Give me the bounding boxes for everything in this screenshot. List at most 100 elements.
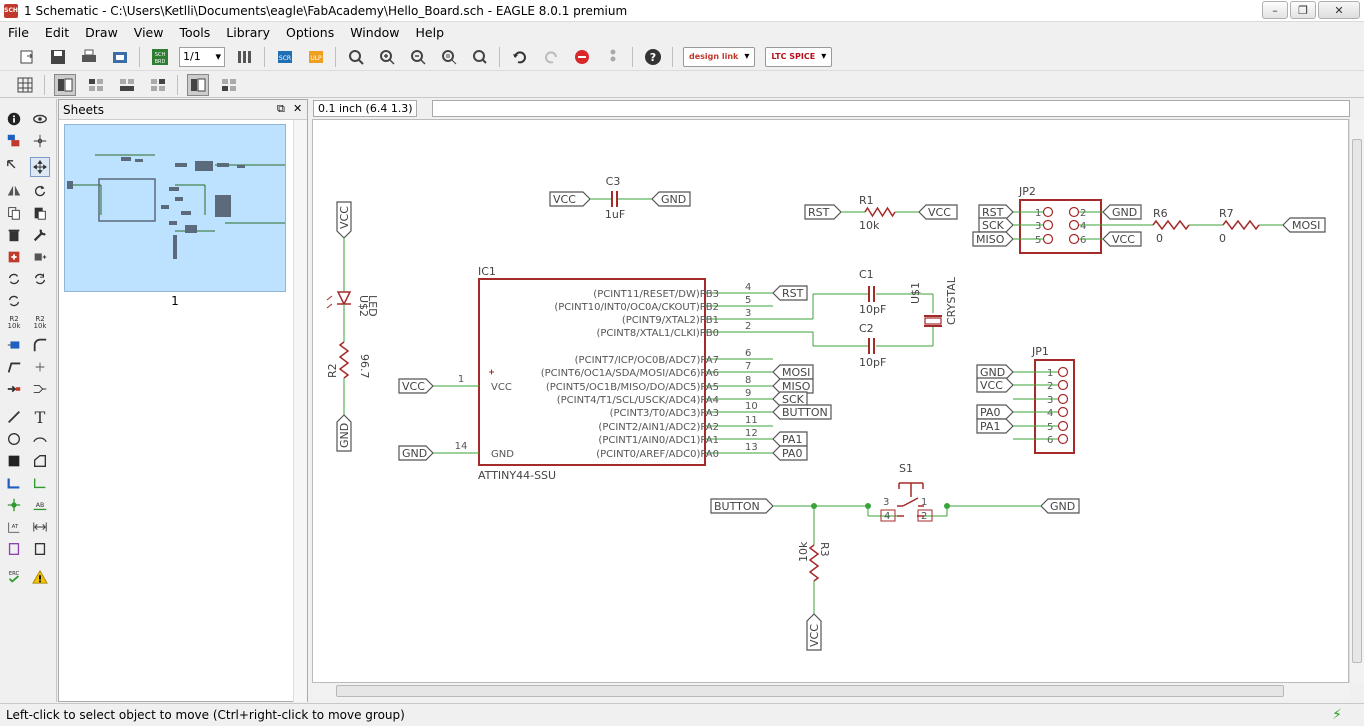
cam-icon[interactable] — [109, 46, 131, 68]
minimize-icon[interactable]: – — [1262, 1, 1288, 19]
menu-help[interactable]: Help — [415, 24, 445, 40]
vertical-scrollbar[interactable] — [1349, 119, 1364, 683]
line-icon[interactable] — [4, 407, 24, 427]
grid-icon[interactable] — [14, 74, 36, 96]
polygon-icon[interactable] — [30, 451, 50, 471]
pin-label: (PCINT4/T1/SCL/USCK/ADC4)PA4 — [557, 395, 719, 406]
c1-name: C1 — [859, 268, 874, 281]
undo-icon[interactable] — [509, 46, 531, 68]
menu-library[interactable]: Library — [226, 24, 270, 40]
svg-text:BRD: BRD — [155, 59, 166, 65]
move-icon[interactable] — [4, 157, 24, 177]
attribute-icon[interactable]: AT — [4, 517, 24, 537]
mark-icon[interactable] — [30, 131, 50, 151]
sheets-scrollbar[interactable] — [293, 120, 307, 702]
delete-icon[interactable] — [4, 225, 24, 245]
layout-quad-icon[interactable] — [85, 74, 107, 96]
rotate-icon[interactable] — [30, 181, 50, 201]
help-icon[interactable]: ? — [642, 46, 664, 68]
display-icon[interactable] — [4, 131, 24, 151]
info-icon[interactable] — [4, 109, 24, 129]
menu-tools[interactable]: Tools — [179, 24, 211, 40]
dimension-icon[interactable] — [30, 517, 50, 537]
net-icon[interactable] — [30, 473, 50, 493]
script-icon[interactable]: SCR — [274, 46, 296, 68]
menu-window[interactable]: Window — [350, 24, 400, 40]
route-icon[interactable] — [4, 379, 24, 399]
layout-right-icon[interactable] — [218, 74, 240, 96]
go-icon[interactable] — [602, 46, 624, 68]
smash-icon[interactable] — [4, 335, 24, 355]
print-icon[interactable] — [78, 46, 100, 68]
layout-grid-icon[interactable] — [147, 74, 169, 96]
menu-file[interactable]: File — [8, 24, 29, 40]
frame-icon[interactable] — [4, 539, 24, 559]
pinswap-icon[interactable] — [30, 269, 50, 289]
zoom-out-icon[interactable] — [407, 46, 429, 68]
label-icon[interactable]: AB — [30, 495, 50, 515]
open-icon[interactable] — [16, 46, 38, 68]
sheet-select[interactable]: 1/1 ▾ — [179, 46, 225, 67]
redo-icon[interactable] — [540, 46, 562, 68]
layout-split-icon[interactable] — [116, 74, 138, 96]
close-panel-icon[interactable]: ✕ — [293, 102, 303, 115]
optimize-icon[interactable] — [30, 357, 50, 377]
add-icon[interactable] — [4, 247, 24, 267]
text-icon[interactable]: T — [34, 407, 46, 427]
rect-icon[interactable] — [4, 451, 24, 471]
layout-left-icon[interactable] — [187, 73, 209, 96]
mirror-icon[interactable] — [4, 181, 24, 201]
module-icon[interactable] — [30, 539, 50, 559]
command-input[interactable] — [432, 100, 1350, 117]
copy-icon[interactable] — [4, 203, 24, 223]
zoom-fit-icon[interactable] — [345, 46, 367, 68]
sheet-thumbnail[interactable] — [64, 124, 286, 292]
gateswap-icon[interactable] — [4, 291, 24, 311]
ltspice-button[interactable]: LTC SPICE ▾ — [765, 46, 833, 67]
paste-icon[interactable] — [30, 203, 50, 223]
layout-single-icon[interactable] — [54, 73, 76, 96]
show-icon[interactable] — [30, 109, 50, 129]
sheets-panel: Sheets ⧉ ✕ 1 — [58, 99, 308, 702]
net-label-text: GND — [1050, 500, 1075, 513]
pin-label: VCC — [491, 382, 512, 393]
library-icon[interactable] — [234, 46, 256, 68]
menu-options[interactable]: Options — [285, 24, 335, 40]
design-link-button[interactable]: design link ▾ — [683, 46, 756, 67]
horizontal-scrollbar[interactable] — [312, 683, 1349, 699]
split-icon[interactable] — [4, 357, 24, 377]
float-icon[interactable]: ⧉ — [277, 102, 285, 115]
zoom-redraw-icon[interactable] — [438, 46, 460, 68]
fanout-icon[interactable] — [30, 379, 50, 399]
errors-icon[interactable] — [30, 567, 50, 587]
ulp-icon[interactable]: ULP — [305, 46, 327, 68]
restore-icon[interactable]: ❐ — [1290, 1, 1316, 19]
menu-view[interactable]: View — [133, 24, 164, 40]
change-icon[interactable] — [30, 225, 50, 245]
stop-icon[interactable] — [571, 46, 593, 68]
move-group-icon[interactable] — [30, 157, 50, 177]
close-icon[interactable]: ✕ — [1318, 1, 1360, 19]
bus-icon[interactable] — [4, 473, 24, 493]
invoke-icon[interactable] — [4, 269, 24, 289]
horizontal-scroll-thumb[interactable] — [336, 685, 1284, 697]
replace-icon[interactable] — [30, 247, 50, 267]
go-icon[interactable]: ⚡ — [1332, 707, 1342, 723]
miter-icon[interactable] — [30, 335, 50, 355]
circle-icon[interactable] — [4, 429, 24, 449]
junction-icon[interactable] — [4, 495, 24, 515]
menu-draw[interactable]: Draw — [85, 24, 118, 40]
zoom-select-icon[interactable] — [469, 46, 491, 68]
save-icon[interactable] — [47, 46, 69, 68]
menu-edit[interactable]: Edit — [44, 24, 70, 40]
arc-icon[interactable] — [30, 429, 50, 449]
vertical-scroll-thumb[interactable] — [1352, 139, 1362, 663]
zoom-in-icon[interactable] — [376, 46, 398, 68]
erc-icon[interactable]: ERC — [4, 567, 24, 587]
